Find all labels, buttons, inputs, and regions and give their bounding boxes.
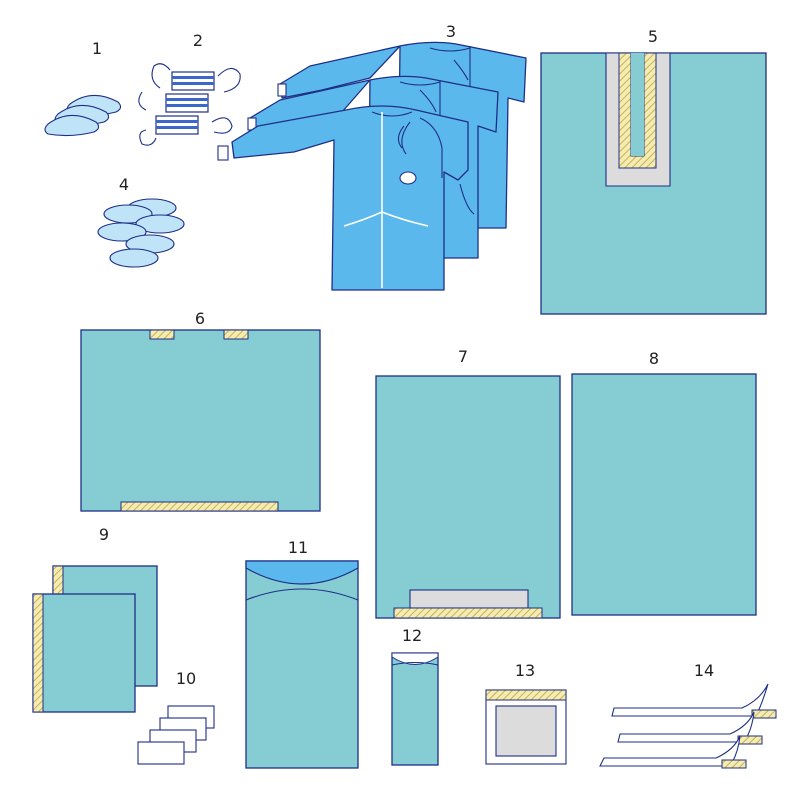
item-number-2: 2 xyxy=(193,31,203,50)
item-14-tapes: 14 xyxy=(599,661,777,769)
item-12-cover: 12 xyxy=(391,626,439,766)
item-number-5: 5 xyxy=(648,27,658,46)
item-7-drape: 7 xyxy=(375,347,561,619)
item-3-gowns: 3 xyxy=(217,22,527,291)
item-number-14: 14 xyxy=(694,661,714,680)
item-6-drape: 6 xyxy=(80,309,321,512)
item-9-drapes: 9 xyxy=(32,525,158,713)
item-number-8: 8 xyxy=(649,349,659,368)
item-8-drape: 8 xyxy=(571,349,757,616)
item-2-masks: 2 xyxy=(138,31,241,146)
item-number-13: 13 xyxy=(515,661,535,680)
item-10-towels: 10 xyxy=(137,669,215,765)
item-11-cover: 11 xyxy=(245,538,359,769)
item-number-1: 1 xyxy=(92,39,102,58)
item-1-caps: 1 xyxy=(44,39,122,137)
gown-front xyxy=(217,105,475,291)
item-5-u-drape: 5 xyxy=(540,27,767,315)
item-4-shoe-covers: 4 xyxy=(97,175,185,268)
item-13-incise-drape: 13 xyxy=(485,661,567,765)
item-number-7: 7 xyxy=(458,347,468,366)
item-number-11: 11 xyxy=(288,538,308,557)
item-number-12: 12 xyxy=(402,626,422,645)
item-number-3: 3 xyxy=(446,22,456,41)
item-number-10: 10 xyxy=(176,669,196,688)
item-number-4: 4 xyxy=(119,175,129,194)
item-number-6: 6 xyxy=(195,309,205,328)
item-number-9: 9 xyxy=(99,525,109,544)
